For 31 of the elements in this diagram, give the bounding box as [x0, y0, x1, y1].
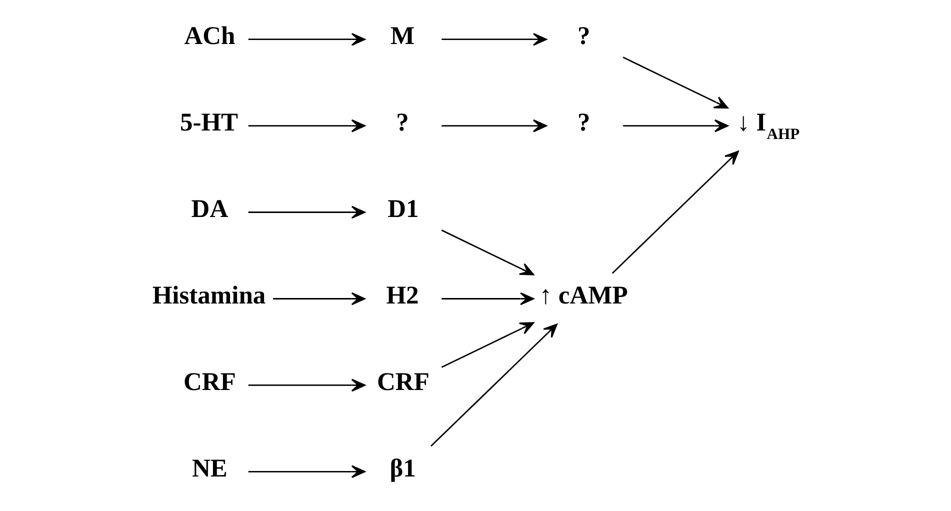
arrow	[622, 56, 728, 109]
node-text: NE	[192, 453, 228, 482]
node-text: CRF	[184, 367, 236, 396]
node-text: D1	[388, 194, 419, 224]
node-text: ?	[578, 108, 590, 137]
node-text: ?	[578, 21, 590, 50]
arrow	[273, 292, 366, 306]
node-text: β1	[390, 453, 416, 482]
node-text: CRF	[376, 367, 430, 396]
arrow	[442, 32, 547, 46]
node-text: ↓ I$_{AHP}$	[737, 108, 800, 144]
arrow	[442, 119, 547, 132]
node-text: H2	[386, 280, 419, 310]
arrow	[442, 292, 534, 306]
arrow	[248, 32, 366, 46]
node-text: DA	[191, 194, 228, 224]
node-text: ?	[396, 108, 409, 137]
arrow	[623, 119, 728, 132]
node-text: 5-HT	[180, 108, 238, 137]
arrow	[248, 378, 366, 392]
node-text: Histamina	[152, 280, 266, 310]
arrow	[248, 206, 366, 219]
arrow	[430, 324, 558, 447]
arrow	[248, 465, 366, 478]
node-text: ACh	[184, 21, 236, 50]
node-text: M	[390, 21, 415, 50]
arrow	[612, 150, 739, 274]
arrow	[248, 119, 366, 132]
arrow	[441, 322, 534, 368]
node-text: ↑ cAMP	[539, 280, 628, 310]
arrow	[441, 230, 534, 276]
